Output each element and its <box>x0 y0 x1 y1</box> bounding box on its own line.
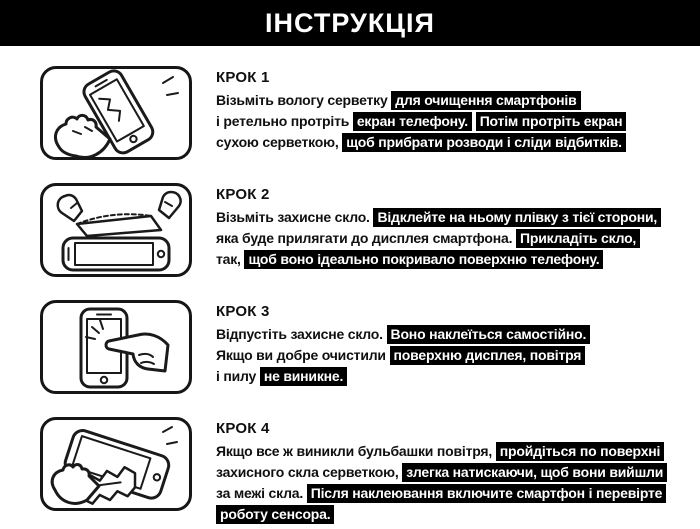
plain-text: Відпустіть захисне скло. <box>216 326 387 342</box>
step-1-text: КРОК 1 Візьміть вологу серветку для очищ… <box>216 66 627 155</box>
step-4-title: КРОК 4 <box>216 420 270 437</box>
step-2-text: КРОК 2 Візьміть захисне скло. Відклейте … <box>216 183 662 272</box>
text-line: Якщо ви добре очистили поверхню дисплея,… <box>216 346 590 365</box>
text-line: Відпустіть захисне скло. Воно наклеїться… <box>216 325 591 344</box>
text-line: роботу сенсора. <box>216 505 667 524</box>
step-1: КРОК 1 Візьміть вологу серветку для очищ… <box>40 66 700 160</box>
text-line: і ретельно протріть екран телефону. Поті… <box>216 112 627 131</box>
plain-text: так, <box>216 251 245 267</box>
step-4-illustration-box <box>40 417 192 511</box>
step-4-text: КРОК 4 Якщо все ж виникли бульбашки пові… <box>216 417 668 527</box>
step-2-title: КРОК 2 <box>216 186 270 203</box>
step-1-description: Візьміть вологу серветку для очищення см… <box>216 91 627 152</box>
text-line: і пилу не виникне. <box>216 367 590 386</box>
highlighted-text: Воно наклеїться самостійно. <box>386 325 591 344</box>
step-3-title: КРОК 3 <box>216 303 270 320</box>
step-2-illustration-box <box>40 183 192 277</box>
highlighted-text: Потім протріть екран <box>475 112 627 131</box>
text-line: сухою серветкою, щоб прибрати розводи і … <box>216 133 626 152</box>
highlighted-text: Після наклеювання включите смартфон і пе… <box>306 484 667 503</box>
finger-pressing-phone-screen-icon <box>79 307 170 389</box>
plain-text: сухою серветкою, <box>216 134 343 150</box>
text-line: захисного скла серветкою, злегка натиска… <box>216 463 668 482</box>
text-line: Візьміть захисне скло. Відклейте на ньом… <box>216 208 662 227</box>
highlighted-text: роботу сенсора. <box>216 505 335 524</box>
plain-text: і ретельно протріть <box>216 113 353 129</box>
highlighted-text: злегка натискаючи, щоб вони вийшли <box>402 463 668 482</box>
highlighted-text: пройдіться по поверхні <box>495 442 665 461</box>
highlighted-text: щоб воно ідеально покривало поверхню тел… <box>244 250 604 269</box>
highlighted-text: Прикладіть скло, <box>516 229 641 248</box>
step-2-description: Візьміть захисне скло. Відклейте на ньом… <box>216 208 662 269</box>
step-4: КРОК 4 Якщо все ж виникли бульбашки пові… <box>40 417 700 527</box>
highlighted-text: для очищення смартфонів <box>391 91 581 110</box>
step-2: КРОК 2 Візьміть захисне скло. Відклейте … <box>40 183 700 277</box>
header-bar: ІНСТРУКЦІЯ <box>0 0 700 46</box>
plain-text: Візьміть захисне скло. <box>216 209 374 225</box>
highlighted-text: щоб прибрати розводи і сліди відбитків. <box>342 133 626 152</box>
highlighted-text: Відклейте на ньому плівку з тієї сторони… <box>373 208 662 227</box>
highlighted-text: поверхню дисплея, повітря <box>389 346 586 365</box>
step-1-title: КРОК 1 <box>216 69 270 86</box>
text-line: Візьміть вологу серветку для очищення см… <box>216 91 626 110</box>
cloth-smoothing-bubbles-icon <box>50 426 178 505</box>
plain-text: яка буде прилягати до дисплея смартфона. <box>216 230 516 246</box>
plain-text: Якщо ви добре очистили <box>216 347 390 363</box>
plain-text: захисного скла серветкою, <box>216 464 403 480</box>
plain-text: і пилу <box>216 368 260 384</box>
highlighted-text: екран телефону. <box>352 112 472 131</box>
step-3: КРОК 3 Відпустіть захисне скло. Воно нак… <box>40 300 700 394</box>
peeling-film-from-glass-icon <box>56 190 182 272</box>
plain-text: Якщо все ж виникли бульбашки повітря, <box>216 443 496 459</box>
steps-list: КРОК 1 Візьміть вологу серветку для очищ… <box>0 46 700 527</box>
text-line: яка буде прилягати до дисплея смартфона.… <box>216 229 661 248</box>
page-title: ІНСТРУКЦІЯ <box>265 7 435 38</box>
step-3-illustration-box <box>40 300 192 394</box>
plain-text: Візьміть вологу серветку <box>216 92 392 108</box>
text-line: Якщо все ж виникли бульбашки повітря, пр… <box>216 442 667 461</box>
step-4-description: Якщо все ж виникли бульбашки повітря, пр… <box>216 442 668 524</box>
text-line: за межі скла. Після наклеювання включите… <box>216 484 667 503</box>
highlighted-text: не виникне. <box>259 367 348 386</box>
text-line: так, щоб воно ідеально покривало поверхн… <box>216 250 661 269</box>
step-3-text: КРОК 3 Відпустіть захисне скло. Воно нак… <box>216 300 591 389</box>
wet-wipe-cleaning-phone-icon <box>54 69 179 157</box>
plain-text: за межі скла. <box>216 485 307 501</box>
step-1-illustration-box <box>40 66 192 160</box>
step-3-description: Відпустіть захисне скло. Воно наклеїться… <box>216 325 591 386</box>
